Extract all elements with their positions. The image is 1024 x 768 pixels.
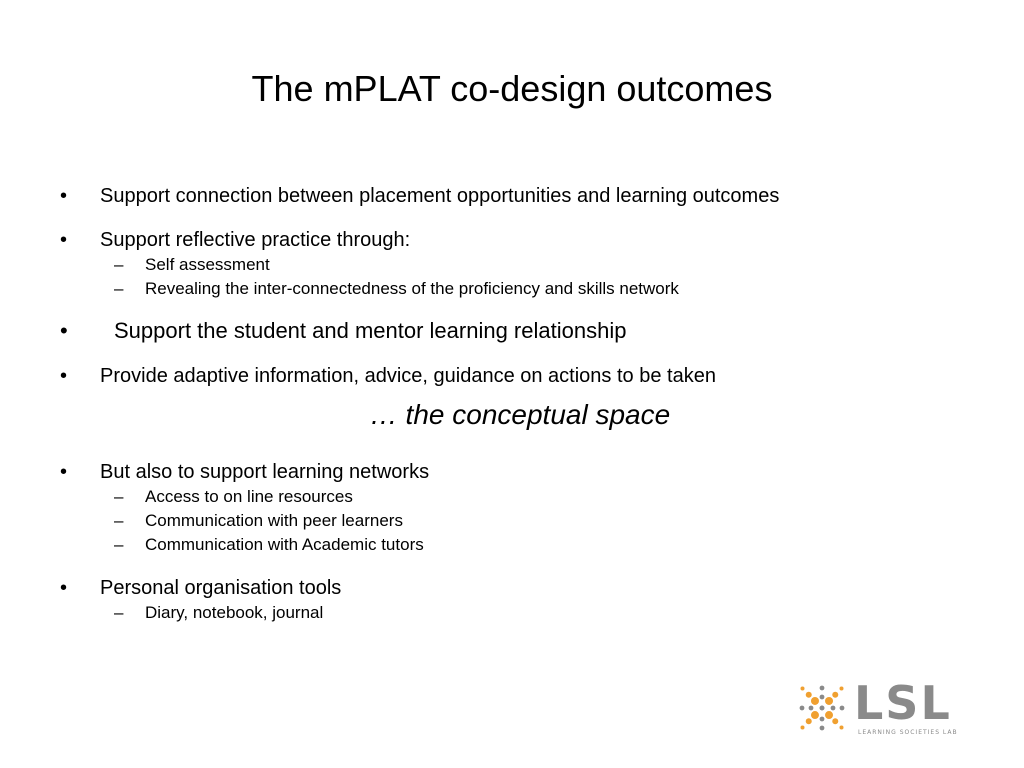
sub-bullet-text: Communication with Academic tutors — [145, 535, 424, 554]
logo-dot — [808, 705, 814, 711]
dash-marker: – — [114, 255, 124, 274]
sub-bullet-text: Communication with peer learners — [145, 511, 403, 530]
dash-marker: – — [114, 535, 124, 554]
bullet-marker: • — [60, 577, 68, 599]
bullet-text: Support the student and mentor learning … — [114, 318, 627, 343]
dash-marker: – — [114, 603, 124, 622]
logo-subtitle: LEARNING SOCIETIES LAB — [858, 729, 958, 736]
conceptual-space-caption: … the conceptual space — [369, 399, 671, 430]
bullet-text: Support connection between placement opp… — [100, 185, 780, 207]
lsl-logo: LSL LEARNING SOCIETIES LAB — [790, 676, 980, 742]
network-star-icon — [799, 685, 845, 731]
dash-marker: – — [114, 279, 124, 298]
logo-dot — [819, 685, 825, 691]
dash-marker: – — [114, 487, 124, 506]
bullet-marker: • — [60, 365, 68, 387]
sub-bullet-text: Self assessment — [145, 255, 270, 274]
logo-dot — [805, 718, 812, 725]
logo-dot — [805, 691, 812, 698]
dash-marker: – — [114, 511, 124, 530]
logo-dot — [839, 686, 844, 691]
sub-bullet-text: Diary, notebook, journal — [145, 603, 324, 622]
bullet-text: Personal organisation tools — [100, 577, 342, 599]
logo-dot — [819, 716, 825, 722]
slide-title: The mPLAT co-design outcomes — [251, 68, 773, 109]
bullet-marker: • — [60, 185, 68, 207]
logo-dot — [832, 718, 839, 725]
sub-bullet-text: Access to on line resources — [145, 487, 353, 506]
bullet-marker: • — [60, 461, 68, 483]
logo-dot — [825, 711, 834, 720]
logo-dot — [810, 711, 819, 720]
logo-dot — [800, 686, 805, 691]
logo-dot — [832, 691, 839, 698]
logo-dot — [819, 705, 825, 711]
logo-wordmark: LSL — [854, 676, 952, 730]
bullet-text: Provide adaptive information, advice, gu… — [100, 365, 716, 387]
bullet-marker: • — [60, 229, 68, 251]
logo-dot — [839, 705, 845, 711]
logo-dot — [830, 705, 836, 711]
logo-dot — [825, 696, 834, 705]
logo-dot — [810, 696, 819, 705]
logo-dot — [800, 725, 805, 730]
bullet-text: But also to support learning networks — [100, 461, 430, 483]
bullet-marker: • — [60, 318, 68, 343]
bullet-text: Support reflective practice through: — [100, 229, 411, 251]
logo-dot — [839, 725, 844, 730]
logo-dot — [799, 705, 805, 711]
logo-dot — [819, 725, 825, 731]
sub-bullet-text: Revealing the inter-connectedness of the… — [145, 279, 679, 298]
logo-dot — [819, 694, 825, 700]
